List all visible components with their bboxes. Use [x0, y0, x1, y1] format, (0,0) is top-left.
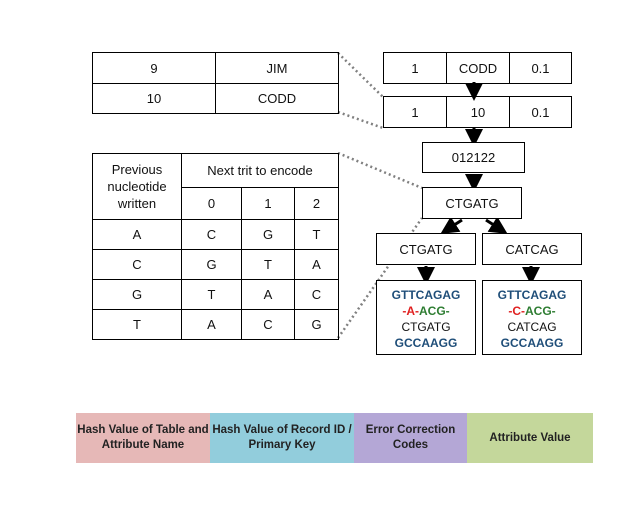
- encoding-cell: C: [241, 309, 295, 340]
- legend-attribute-value: Attribute Value: [467, 413, 593, 463]
- trit-header: 0: [181, 187, 242, 220]
- record-cell: 1: [383, 96, 447, 128]
- encoding-cell: C: [294, 279, 339, 310]
- legend-table-attribute-hash: Hash Value of Table and Attribute Name: [76, 413, 210, 463]
- legend-error-correction: Error Correction Codes: [354, 413, 467, 463]
- sequence-segment: CATCAG: [507, 320, 557, 334]
- encoding-cell: G: [92, 279, 182, 310]
- encoding-cell: C: [181, 219, 242, 250]
- lookup-cell: CODD: [215, 83, 339, 114]
- branch-left-box: CTGATG: [376, 233, 476, 265]
- dotted-connector: [337, 151, 423, 190]
- sequence-segment: -: [521, 304, 525, 318]
- encoding-table: Previous nucleotide written Next trit to…: [92, 153, 339, 340]
- encoding-cell: C: [92, 249, 182, 280]
- encoding-cell: T: [241, 249, 295, 280]
- sequence-segment: -: [551, 304, 556, 318]
- encoding-cell: T: [181, 279, 242, 310]
- sequence-segment: GCCAAGG: [394, 336, 458, 350]
- sequence-segment: ACG: [525, 304, 552, 318]
- sequence-segment: -: [402, 304, 407, 318]
- lookup-cell: JIM: [215, 52, 339, 84]
- encoding-cell: A: [181, 309, 242, 340]
- encoded-line: -C-ACG-: [483, 303, 581, 319]
- record-cell: 10: [446, 96, 510, 128]
- sequence-segment: C: [512, 304, 521, 318]
- encoded-line: GTTCAGAG: [483, 287, 581, 303]
- sequence-segment: CTGATG: [401, 320, 451, 334]
- record-cell: 0.1: [509, 52, 572, 84]
- sequence-segment: GTTCAGAG: [391, 288, 461, 302]
- legend-record-id-hash: Hash Value of Record ID / Primary Key: [210, 413, 354, 463]
- lookup-cell: 9: [92, 52, 216, 84]
- trit-header: 2: [294, 187, 339, 220]
- sequence-segment: ACG: [419, 304, 446, 318]
- record-cell: CODD: [446, 52, 510, 84]
- trit-string-box: 012122: [422, 142, 525, 173]
- encoding-cell: T: [92, 309, 182, 340]
- sequence-segment: GTTCAGAG: [497, 288, 567, 302]
- encoding-cell: G: [181, 249, 242, 280]
- dotted-connector: [337, 110, 384, 130]
- header-next: Next trit to encode: [181, 153, 339, 188]
- dotted-connector: [337, 52, 384, 98]
- flow-arrow: [485, 216, 508, 234]
- sequence-segment: -: [445, 304, 450, 318]
- record-row-1: 1 CODD 0.1: [383, 52, 572, 84]
- encoding-cell: A: [241, 279, 295, 310]
- flow-arrow: [440, 216, 463, 234]
- record-cell: 1: [383, 52, 447, 84]
- encoded-line: CTGATG: [377, 319, 475, 335]
- sequence-segment: -: [508, 304, 513, 318]
- encoded-line: GCCAAGG: [483, 335, 581, 351]
- encoded-line: GTTCAGAG: [377, 287, 475, 303]
- encoding-cell: T: [294, 219, 339, 250]
- dna-string-box: CTGATG: [422, 187, 522, 219]
- sequence-segment: A: [406, 304, 415, 318]
- encoded-line: -A-ACG-: [377, 303, 475, 319]
- record-cell: 0.1: [509, 96, 572, 128]
- encoded-line: CATCAG: [483, 319, 581, 335]
- branch-right-box: CATCAG: [482, 233, 582, 265]
- lookup-cell: 10: [92, 83, 216, 114]
- encoding-cell: A: [92, 219, 182, 250]
- sequence-segment: -: [415, 304, 419, 318]
- encoding-cell: G: [294, 309, 339, 340]
- lookup-table: 9 JIM 10 CODD: [92, 52, 339, 114]
- encoding-cell: A: [294, 249, 339, 280]
- record-row-2: 1 10 0.1: [383, 96, 572, 128]
- sequence-segment: GCCAAGG: [500, 336, 564, 350]
- encoded-line: GCCAAGG: [377, 335, 475, 351]
- header-previous: Previous nucleotide written: [92, 153, 182, 220]
- trit-header: 1: [241, 187, 295, 220]
- encoding-cell: G: [241, 219, 295, 250]
